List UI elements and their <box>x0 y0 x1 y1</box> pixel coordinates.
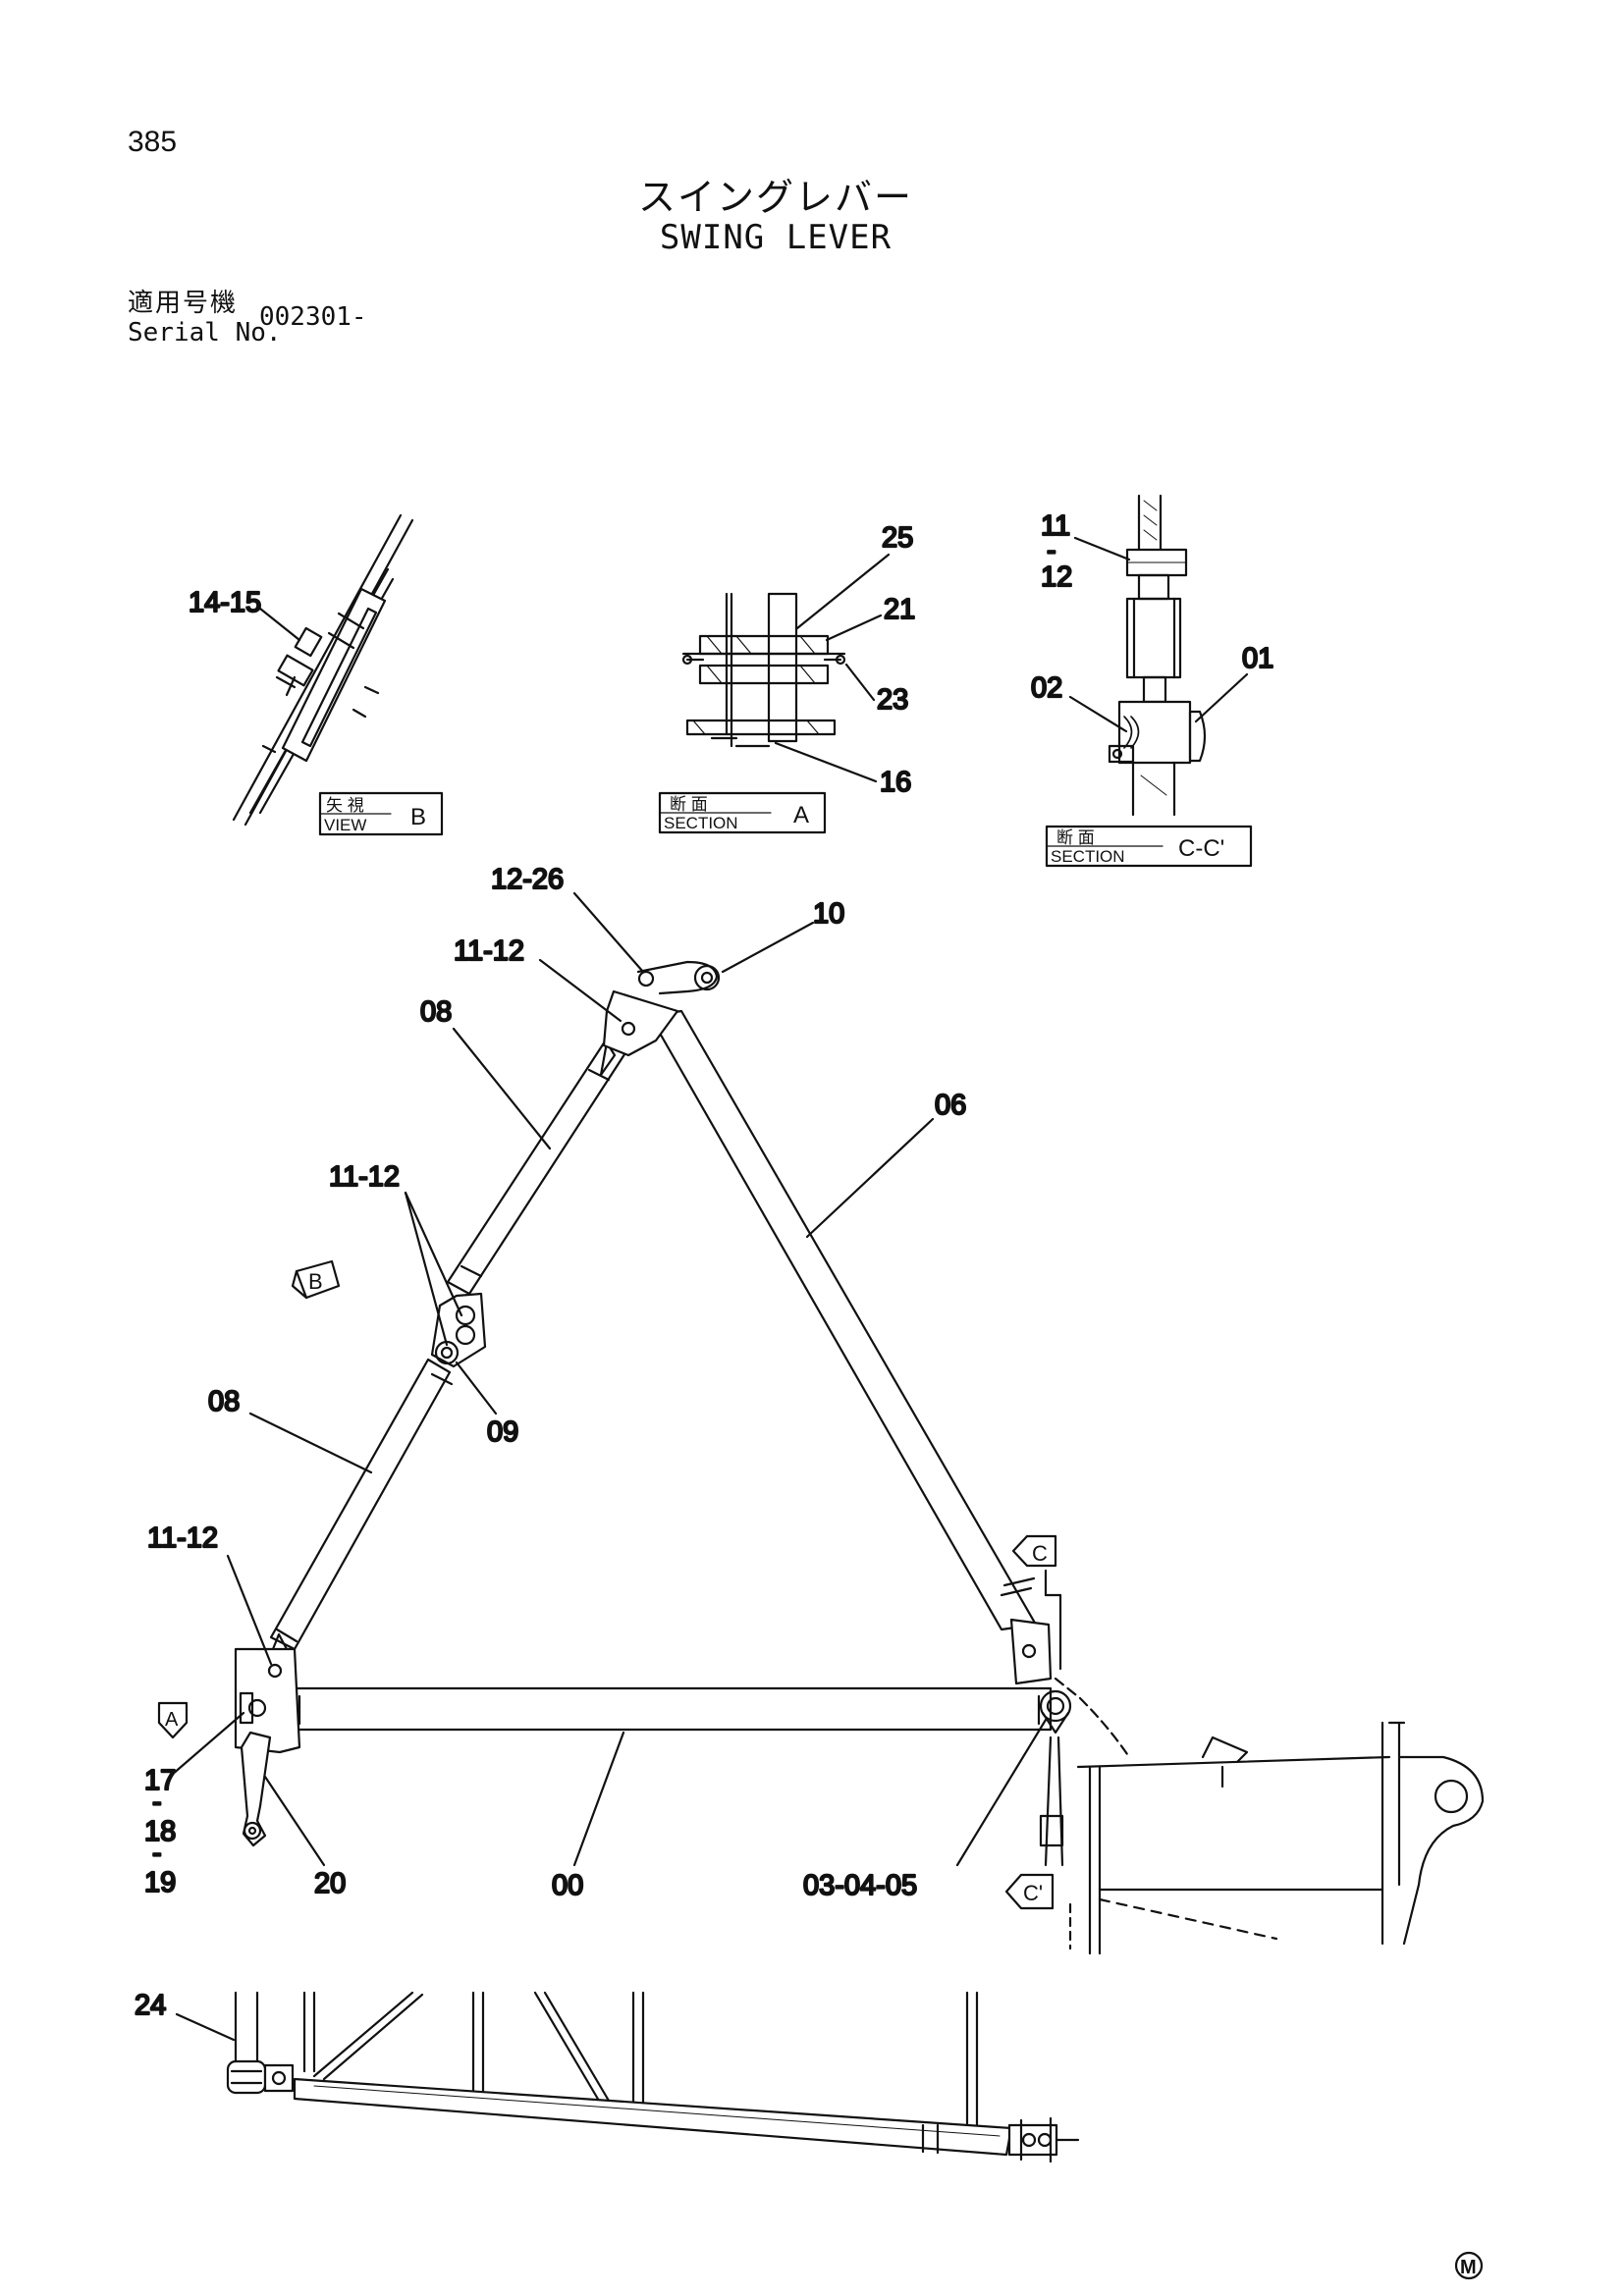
callout-dash-2: - <box>152 1838 162 1869</box>
section-cc-tag: 断 面 SECTION C-C' <box>1045 825 1253 868</box>
leader-11-12-apex <box>538 958 623 1023</box>
leader-01 <box>1194 672 1249 723</box>
view-b-tag-jp: 矢 視 <box>326 796 364 815</box>
callout-12-26: 12-26 <box>491 864 564 895</box>
leader-11-12-top <box>1073 536 1131 561</box>
leader-00 <box>572 1731 625 1867</box>
machine-body <box>1039 1569 1485 1955</box>
leader-25 <box>795 553 891 630</box>
view-c-prime-arrow: C' <box>1004 1873 1055 1910</box>
manufacturer-mark: M <box>1454 2251 1484 2280</box>
serial-label: Serial No. <box>128 318 282 347</box>
page-title: SWING LEVER <box>659 218 893 257</box>
callout-02: 02 <box>1031 672 1062 704</box>
leader-16 <box>774 741 878 783</box>
callout-21: 21 <box>884 594 915 625</box>
callout-25: 25 <box>882 522 913 554</box>
leader-20 <box>263 1775 326 1867</box>
leader-14-15 <box>258 607 301 642</box>
callout-20: 20 <box>314 1868 346 1899</box>
callout-24: 24 <box>135 1990 166 2021</box>
callout-dash-1: - <box>152 1787 162 1818</box>
callout-09: 09 <box>487 1416 518 1448</box>
section-cc-tag-letter: C-C' <box>1178 835 1224 862</box>
callout-16: 16 <box>880 767 911 798</box>
detail-view-b <box>232 513 414 827</box>
leader-08-upper <box>452 1027 552 1150</box>
view-c-arrow-letter: C <box>1032 1541 1048 1566</box>
view-b-tag-letter: B <box>410 804 426 830</box>
callout-12-top: 12 <box>1041 561 1072 593</box>
callout-14-15: 14-15 <box>189 587 261 618</box>
leader-17 <box>170 1711 245 1777</box>
callout-11-12-apex: 11-12 <box>454 935 524 967</box>
view-b-tag: 矢 視 VIEW B <box>318 791 444 836</box>
callout-18: 18 <box>144 1816 176 1847</box>
view-c-prime-arrow-letter: C' <box>1023 1881 1043 1905</box>
leader-23 <box>844 663 876 702</box>
callout-11-12-left: 11-12 <box>147 1522 218 1554</box>
leader-08-lower <box>248 1412 373 1474</box>
callout-03-04-05: 03-04-05 <box>803 1870 917 1901</box>
manufacturer-mark-letter: M <box>1460 2257 1477 2278</box>
section-a-tag-en: SECTION <box>664 814 738 832</box>
view-a-arrow: A <box>157 1701 189 1739</box>
view-b-arrow-letter: B <box>308 1269 323 1294</box>
detail-section-a <box>681 592 846 748</box>
callout-11-top: 11 <box>1041 510 1070 542</box>
view-a-arrow-letter: A <box>165 1709 179 1731</box>
callout-17: 17 <box>144 1765 176 1796</box>
leader-02 <box>1068 695 1128 733</box>
leader-11-12-mid-b <box>404 1191 449 1347</box>
section-a-tag-jp: 断 面 <box>670 795 708 814</box>
callout-23: 23 <box>877 684 908 716</box>
section-cc-tag-en: SECTION <box>1051 847 1125 866</box>
serial-value: 002301- <box>259 302 367 332</box>
side-view-assembly <box>226 1991 1080 2163</box>
callout-dash-top: - <box>1047 535 1056 566</box>
serial-label-japanese: 適用号機 <box>128 289 239 318</box>
leader-21 <box>825 614 883 642</box>
leader-11-12-mid-a <box>404 1191 463 1317</box>
callout-00: 00 <box>552 1870 583 1901</box>
callout-19: 19 <box>144 1867 176 1898</box>
callout-06: 06 <box>935 1090 966 1121</box>
callout-10: 10 <box>813 898 844 930</box>
leader-24 <box>175 2012 236 2042</box>
page-title-japanese: スイングレバー <box>637 176 913 219</box>
leader-06 <box>805 1117 935 1239</box>
detail-section-cc <box>1108 494 1207 817</box>
page-number: 385 <box>128 126 178 158</box>
leader-03-04-05 <box>955 1718 1048 1867</box>
view-b-arrow: B <box>291 1259 341 1300</box>
section-a-tag-letter: A <box>793 802 809 828</box>
main-triangle-assembly <box>234 960 1072 1847</box>
callout-11-12-mid: 11-12 <box>329 1161 400 1193</box>
leader-12-26 <box>572 891 645 974</box>
view-c-arrow: C <box>1011 1534 1057 1568</box>
leader-10 <box>721 921 815 974</box>
callout-08-upper: 08 <box>420 996 452 1028</box>
leader-09 <box>455 1361 498 1415</box>
leader-11-12-left <box>226 1554 273 1666</box>
section-cc-tag-jp: 断 面 <box>1056 828 1095 847</box>
section-a-tag: 断 面 SECTION A <box>658 791 827 834</box>
callout-08-lower: 08 <box>208 1386 240 1417</box>
callout-01: 01 <box>1242 643 1273 674</box>
view-b-tag-en: VIEW <box>324 816 366 834</box>
